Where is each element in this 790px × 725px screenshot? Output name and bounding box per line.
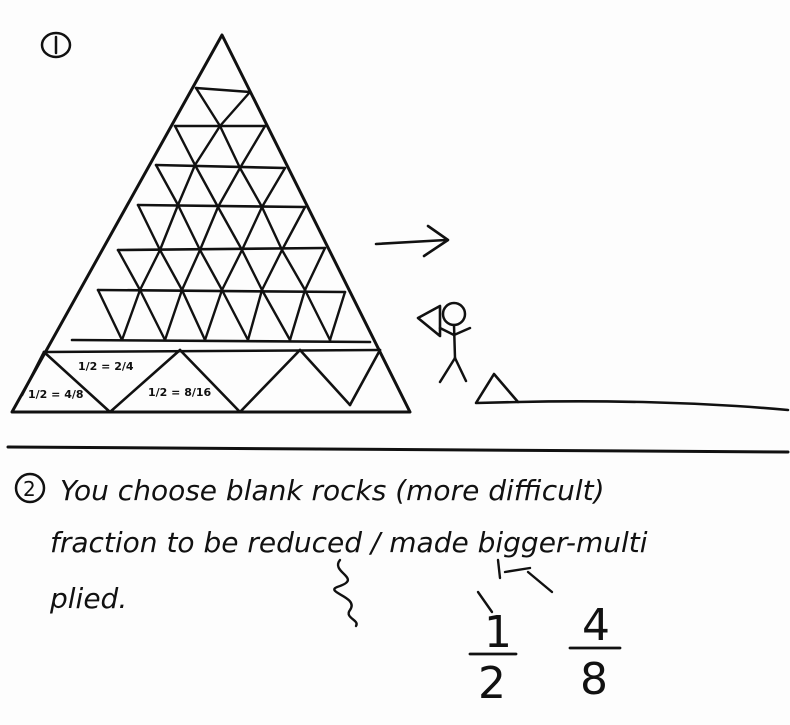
fraction-left-denominator: 2 [478, 658, 506, 709]
step2-line2: fraction to be reduced / made bigger-mul… [50, 526, 648, 559]
branch-line-left-down [476, 590, 494, 614]
pyramid-label-top: 1/2 = 2/4 [78, 360, 134, 373]
section-divider [6, 445, 790, 454]
rock-held [416, 304, 442, 338]
fraction-four-eighths: 4 8 [568, 600, 622, 705]
scribble-mark [333, 558, 358, 628]
step-1-marker [40, 31, 72, 59]
fraction-left-numerator: 1 [484, 607, 512, 658]
fraction-right-denominator: 8 [580, 654, 608, 705]
pyramid-label-bottom-left: 1/2 = 4/8 [28, 388, 84, 401]
step2-line1: You choose blank rocks (more difficult) [60, 474, 605, 507]
branch-line-mid [503, 566, 532, 574]
branch-line-left [496, 558, 502, 580]
step-2-marker: 2 [14, 472, 46, 504]
fraction-right-numerator: 4 [582, 600, 610, 651]
branch-line-right [526, 570, 554, 594]
step2-line3: plied. [49, 582, 127, 615]
rock-ground [474, 372, 520, 405]
right-arrow-icon [374, 224, 450, 258]
ground-line [516, 399, 790, 412]
step-2-number: 2 [23, 477, 36, 501]
fraction-one-half: 1 2 [468, 607, 518, 709]
pyramid-label-bottom-right: 1/2 = 8/16 [148, 386, 212, 399]
pyramid [10, 33, 412, 414]
stick-figure [438, 301, 472, 384]
